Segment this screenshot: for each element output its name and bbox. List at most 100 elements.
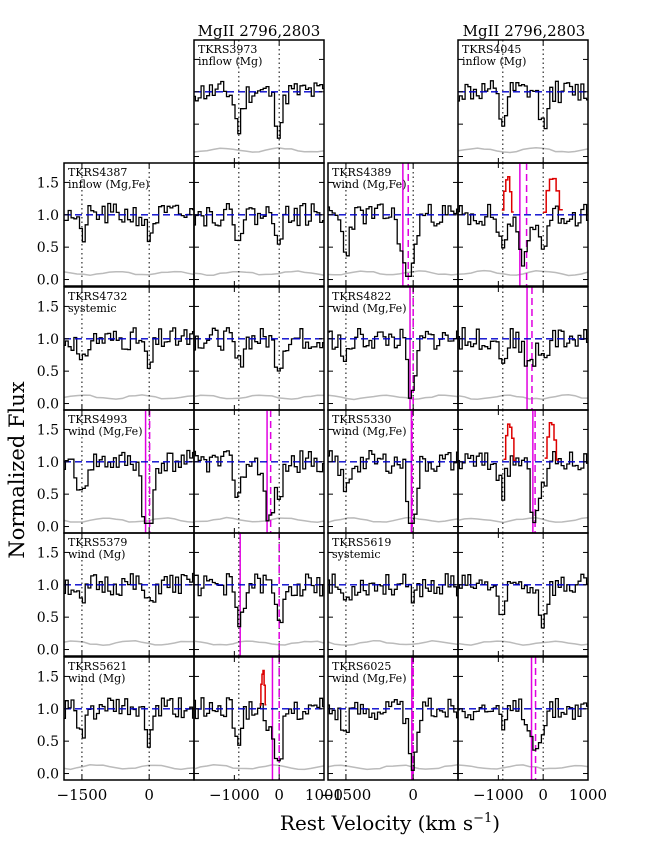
panel-id-label: TKRS5621 [68,660,127,673]
flux-spectrum [64,202,194,243]
x-tick-label: 0 [408,786,418,804]
error-spectrum [328,394,458,401]
column-header-right: MgII 2796,2803 [463,22,586,40]
panel-inner [64,163,194,286]
panel-frame [193,409,325,534]
panel-r1c1 [193,162,325,287]
panel-inner [458,163,588,286]
y-tick-label: 1.5 [37,669,59,685]
flux-spectrum [194,697,324,762]
panel-id-label: TKRS5330 [332,413,391,426]
panel-inner [64,533,194,656]
y-tick-label: 1.0 [37,455,59,471]
panel-id-label: TKRS4822 [332,290,391,303]
panel-inner [458,657,588,780]
error-spectrum [458,516,588,524]
panel-inner [64,410,194,533]
panel-inner [458,410,588,533]
panel-type-label: wind (Mg,Fe) [332,302,406,315]
flux-spectrum [328,203,458,277]
y-tick-label: 0.5 [37,240,59,256]
y-tick-label: 1.5 [37,422,59,438]
error-spectrum [64,270,194,277]
panel-inner [194,533,324,656]
panel-type-label: wind (Mg,Fe) [332,178,406,191]
panel-id-label: TKRS4993 [68,413,127,426]
error-spectrum [194,764,324,771]
panel-frame [193,162,325,287]
x-tick-label: −1500 [321,786,372,804]
emission-feature [503,423,516,462]
panel-r3c1 [193,409,325,534]
error-spectrum [64,640,194,647]
panel-inner [328,287,458,410]
flux-spectrum [328,573,458,604]
x-tick-label: −1000 [473,786,524,804]
flux-spectrum [64,327,194,370]
panel-frame [457,532,589,657]
flux-spectrum [458,697,588,751]
flux-spectrum [458,326,588,367]
panel-inner [328,533,458,656]
y-tick-label: 0.5 [37,487,59,503]
x-tick-label: 1000 [305,786,343,804]
flux-spectrum [458,80,588,130]
flux-spectrum [194,450,324,522]
x-tick-label: 0 [538,786,548,804]
y-tick-label: 0.0 [37,767,59,783]
error-spectrum [328,270,458,276]
x-tick-label: 0 [144,786,154,804]
panel-r1c3 [457,162,589,287]
panel-id-label: TKRS4732 [68,290,127,303]
error-spectrum [328,763,458,771]
panel-id-label: TKRS4389 [332,166,391,179]
y-tick-label: 1.0 [37,578,59,594]
panel-inner [194,657,324,780]
y-tick-label: 1.0 [37,332,59,348]
y-tick-label: 1.5 [37,299,59,315]
y-tick-label: 1.5 [37,175,59,191]
y-tick-label: 0.0 [37,520,59,536]
error-spectrum [194,640,324,646]
emission-feature [544,422,559,461]
error-spectrum [458,269,588,277]
panel-type-label: inflow (Mg) [198,55,262,68]
panel-type-label: inflow (Mg) [462,55,526,68]
error-spectrum [194,394,324,400]
y-tick-label: 1.0 [37,702,59,718]
panel-id-label: TKRS5619 [332,536,391,549]
flux-spectrum [194,327,324,372]
panel-id-label: TKRS4045 [462,43,521,56]
panel-frame [457,286,589,411]
y-tick-label: 1.5 [37,545,59,561]
flux-spectrum [328,697,458,771]
error-spectrum [194,146,324,153]
panel-id-label: TKRS6025 [332,660,391,673]
y-tick-label: 0.5 [37,610,59,626]
panel-inner [64,657,194,780]
panel-frame [457,409,589,534]
error-spectrum [64,394,194,400]
flux-spectrum [458,573,588,629]
panel-frame [457,162,589,287]
panel-frame [193,532,325,657]
flux-spectrum [458,203,588,267]
panel-inner [328,163,458,286]
flux-spectrum [64,572,194,604]
flux-spectrum [64,449,194,524]
panel-inner [194,40,324,163]
flux-spectrum [194,80,324,139]
panel-r2c1 [193,286,325,411]
flux-spectrum [194,202,324,245]
y-tick-label: 0.0 [37,643,59,659]
x-tick-label: −1000 [209,786,260,804]
panel-type-label: systemic [332,548,381,561]
